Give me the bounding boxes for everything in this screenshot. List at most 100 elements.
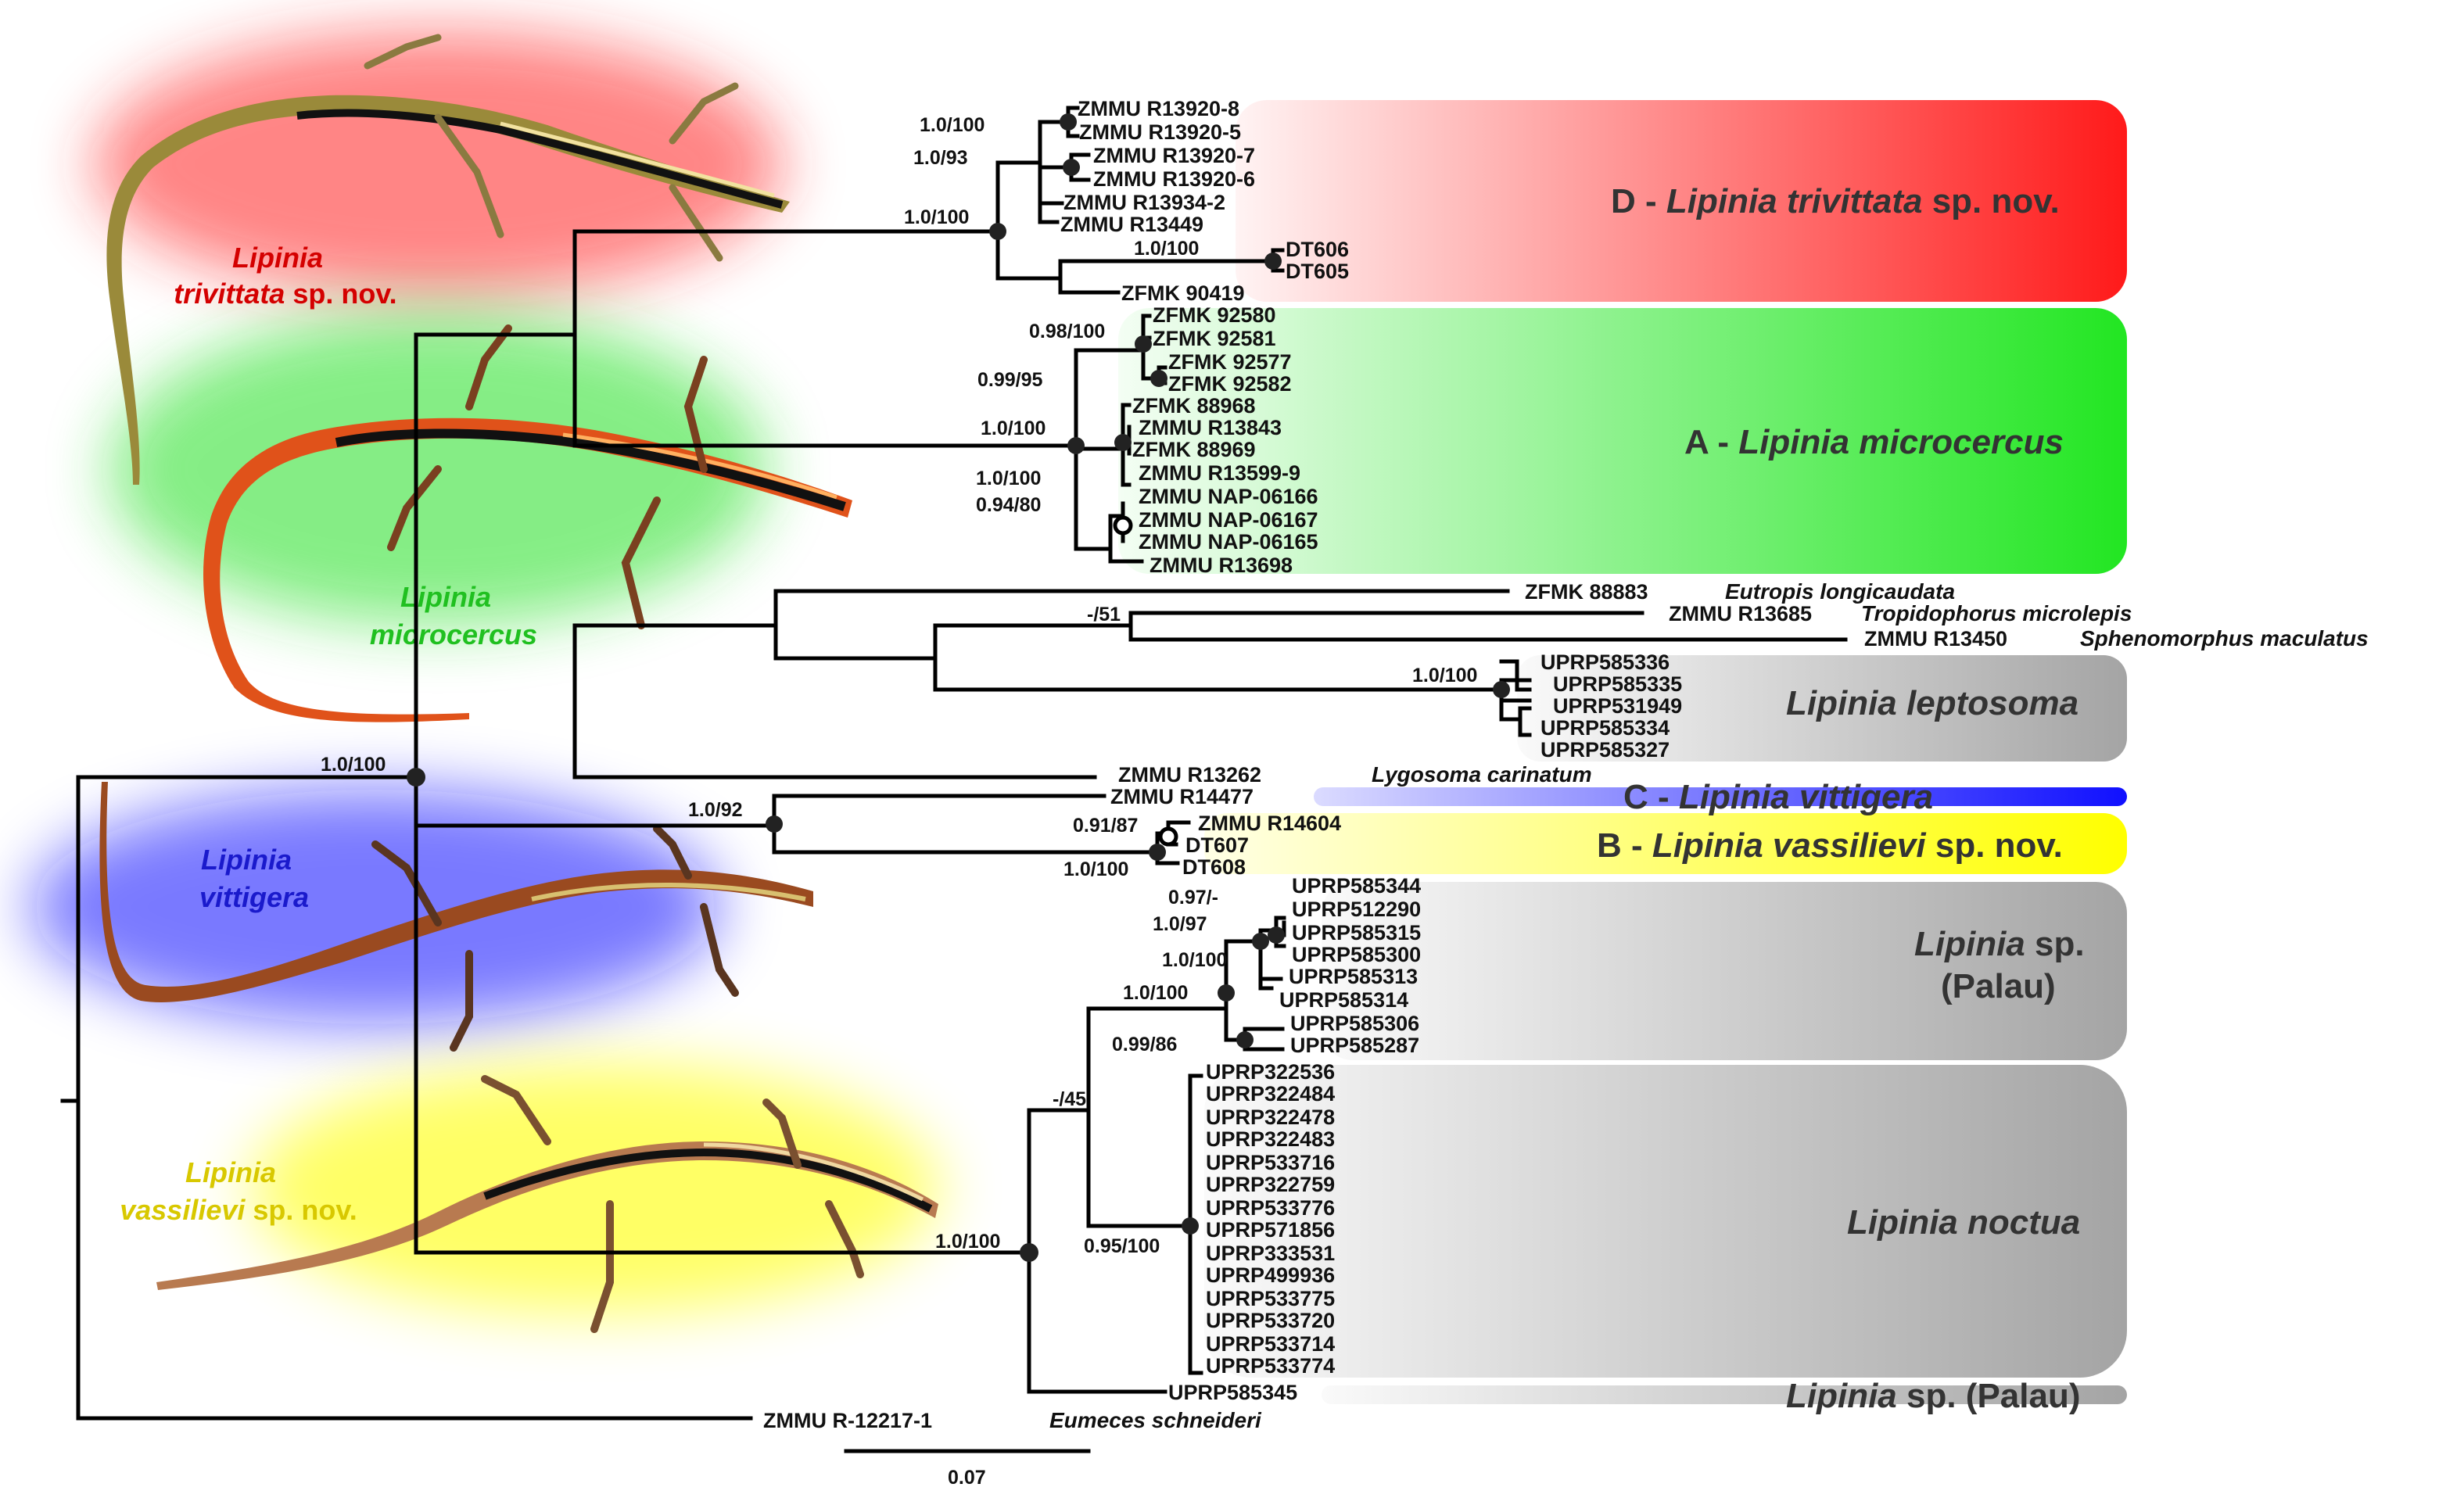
photo-label-vittigera: Lipinia vittigera: [0, 0, 348, 913]
scale-bar: 0.07: [948, 1467, 986, 1489]
clade-labels: D - Lipinia trivittata sp. nov. A - Lipi…: [1597, 182, 2085, 1415]
clade-dash-c: -: [1648, 778, 1679, 816]
photo-label-vittigera-species: vittigera: [199, 881, 309, 913]
outgroup-species: Eutropis longicaudata: [1725, 579, 1955, 604]
tip-label: UPRP585306: [1290, 1012, 1419, 1035]
tip-label: UPRP585335: [1553, 672, 1682, 696]
tip-label: UPRP585314: [1279, 988, 1408, 1012]
support-leptosoma: 1.0/100: [1412, 665, 1477, 686]
tip-label: ZMMU R13920-6: [1093, 167, 1255, 191]
tip-label: ZMMU R13449: [1060, 213, 1203, 236]
clade-label-a: A - Lipinia microcercus: [1684, 423, 2064, 461]
support-p-root: 1.0/100: [1123, 982, 1188, 1004]
tip-label: ZMMU R14604: [1198, 812, 1341, 835]
support-a-top: 0.98/100: [1029, 321, 1105, 342]
clade-letter-d: D: [1611, 182, 1636, 220]
clade-letter-c: C: [1623, 778, 1648, 816]
clade-band-palau-2: [1322, 1385, 2127, 1404]
tip-label: ZMMU R-12217-1: [763, 1409, 932, 1432]
clade-name-a: Lipinia microcercus: [1738, 423, 2064, 461]
tip-label: UPRP533714: [1206, 1332, 1335, 1356]
support-d-sub: 1.0/93: [913, 147, 968, 169]
tip-label: ZFMK 92577: [1168, 350, 1292, 374]
lizard-microcercus-image: [203, 324, 852, 722]
tip-label: UPRP533716: [1206, 1151, 1335, 1174]
tip-label: ZMMU R14477: [1110, 785, 1254, 808]
scale-bar-label: 0.07: [948, 1467, 986, 1489]
tip-label: ZFMK 88883: [1525, 580, 1648, 604]
support-d-top: 1.0/100: [920, 114, 985, 136]
support-values: 1.0/100 1.0/93 1.0/100 1.0/100 0.98/100 …: [321, 114, 1477, 1257]
node-markers: [407, 113, 1510, 1262]
tip-label: ZMMU R13920-8: [1078, 97, 1239, 120]
support-b-root: 1.0/100: [1063, 858, 1128, 880]
tip-label: ZMMU R13685: [1669, 602, 1812, 625]
red-glow: [94, 31, 782, 297]
tip-labels: ZMMU R13920-8 ZMMU R13920-5 ZMMU R13920-…: [763, 97, 2369, 1432]
clade-dash-a: -: [1708, 423, 1738, 461]
tip-label: UPRP333531: [1206, 1242, 1335, 1265]
photo-label-vassilievi: Lipinia vassilievi sp. nov.: [0, 0, 396, 1226]
tip-label: UPRP585344: [1292, 874, 1421, 898]
support-noctua: 0.95/100: [1084, 1235, 1160, 1257]
photo-label-vassilievi-genus: Lipinia: [185, 1156, 276, 1188]
clade-label-c: C - Lipinia vittigera: [1623, 778, 1933, 816]
photo-label-microcercus-species: microcercus: [370, 618, 537, 650]
tip-label: UPRP533774: [1206, 1354, 1335, 1378]
tip-label: UPRP322483: [1206, 1127, 1335, 1151]
clade-label-d: D - Lipinia trivittata sp. nov.: [1611, 182, 2060, 220]
clade-name-b: Lipinia vassilievi: [1652, 826, 1926, 865]
clade-suffix-palau-2: sp. (Palau): [1897, 1377, 2081, 1415]
clade-label-palau-2: Lipinia sp. (Palau): [1786, 1377, 2081, 1415]
tip-label: UPRP322478: [1206, 1106, 1335, 1129]
tip-label: UPRP571856: [1206, 1218, 1335, 1242]
photo-label-microcercus-genus: Lipinia: [400, 581, 491, 613]
photo-labels: Lipinia trivittata sp. nov. Lipinia micr…: [0, 0, 537, 1226]
tip-label: ZMMU R13920-7: [1093, 144, 1255, 167]
tip-label: ZMMU NAP-06165: [1139, 530, 1318, 554]
support-palau-noctua: -/45: [1053, 1088, 1086, 1110]
clade-band-noctua: [1204, 1065, 2127, 1378]
photo-label-trivittata-genus: Lipinia: [232, 242, 323, 274]
tip-label: ZFMK 88968: [1132, 394, 1256, 418]
tip-label: UPRP499936: [1206, 1263, 1335, 1287]
support-p-c: 1.0/100: [1162, 949, 1227, 971]
clade-band-c: [1314, 787, 2127, 806]
clade-label-b: B - Lipinia vassilievi sp. nov.: [1597, 826, 2063, 865]
clade-suffix-palau-1: sp.: [2025, 925, 2085, 963]
yellow-glow: [250, 1063, 938, 1313]
tip-label: UPRP322484: [1206, 1082, 1335, 1106]
support-p-d: 0.99/86: [1112, 1034, 1177, 1055]
clade-label-leptosoma: Lipinia leptosoma: [1786, 684, 2078, 722]
support-lipinia-root: 1.0/100: [321, 754, 386, 776]
photo-label-trivittata-suffix: sp. nov.: [285, 278, 396, 310]
lizard-trivittata-image: [106, 34, 791, 485]
clade-label-noctua: Lipinia noctua: [1847, 1203, 2080, 1242]
photo-label-vittigera-genus: Lipinia: [201, 844, 292, 876]
lizard-vassilievi-image: [156, 1075, 938, 1333]
support-d-root: 1.0/100: [904, 206, 969, 228]
clade-letter-a: A: [1684, 423, 1709, 461]
blue-glow: [31, 790, 719, 1024]
tip-label: DT605: [1286, 260, 1349, 283]
clade-band-d: [1236, 100, 2127, 302]
support-a-mid: 1.0/100: [976, 468, 1041, 489]
tip-label: ZMMU R13262: [1118, 763, 1261, 787]
tip-label: DT608: [1182, 855, 1246, 879]
clade-bands: [1118, 100, 2127, 1404]
clade-dash-b: -: [1622, 826, 1652, 865]
photo-label-trivittata-species: trivittata: [174, 278, 285, 310]
support-a-sub: 0.99/95: [977, 369, 1043, 391]
support-outgroup-node: -/51: [1087, 604, 1121, 625]
tip-label: ZFMK 92582: [1168, 372, 1292, 396]
photo-label-vassilievi-suffix: sp. nov.: [245, 1194, 357, 1226]
tip-label: ZFMK 88969: [1132, 438, 1256, 461]
clade-name-d: Lipinia trivittata: [1666, 182, 1923, 220]
clade-name-c: Lipinia vittigera: [1679, 778, 1933, 816]
clade-band-a: [1118, 308, 2127, 574]
outgroup-species: Sphenomorphus maculatus: [2080, 626, 2369, 650]
tip-label: UPRP531949: [1553, 694, 1682, 718]
support-b-pair: 0.91/87: [1073, 815, 1138, 837]
clade-name-palau-2: Lipinia: [1786, 1377, 1897, 1415]
